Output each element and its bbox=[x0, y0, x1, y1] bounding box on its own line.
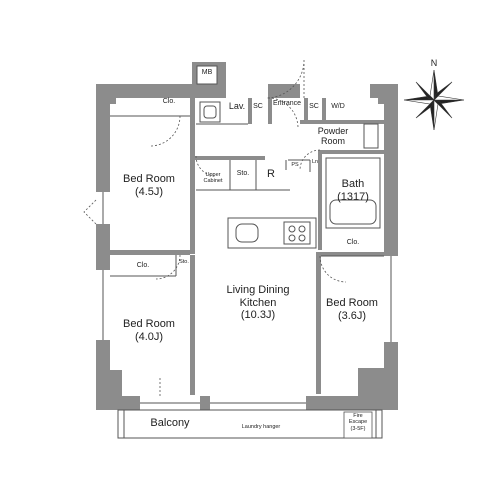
upper-cabinet-line2: Cabinet bbox=[203, 178, 223, 185]
kitchen-counter bbox=[227, 217, 317, 249]
fire-escape-box bbox=[343, 411, 373, 439]
linen-label: Ln bbox=[311, 159, 319, 165]
closet-label-top: Clo. bbox=[162, 98, 176, 105]
powder-room-label: Powder Room bbox=[310, 126, 356, 147]
upper-cabinet-line1: Upper bbox=[205, 172, 221, 178]
powder-room-line1: Powder bbox=[317, 126, 349, 136]
fire-escape-line1: Fire bbox=[353, 413, 363, 419]
compass-rose bbox=[403, 69, 465, 131]
shoe-closet-label-left: SC bbox=[253, 103, 263, 110]
ldk-label: Living Dining Kitchen (10.3J) bbox=[210, 284, 306, 322]
fire-escape-line3: (3-5F) bbox=[350, 425, 366, 432]
bed-room-1-label: Bed Room (4.5J) bbox=[112, 173, 186, 198]
bed-room-1-size: (4.5J) bbox=[134, 185, 164, 198]
washer-dryer-label: W/D bbox=[331, 103, 345, 110]
interior-walls bbox=[110, 98, 384, 395]
door-swings bbox=[149, 59, 347, 396]
bed-room-3-label: Bed Room (3.6J) bbox=[320, 297, 384, 322]
powder-sink bbox=[363, 123, 379, 149]
north-label: N bbox=[430, 58, 438, 68]
bed-room-2-size: (4.0J) bbox=[134, 330, 164, 343]
entrance-label: Entrance bbox=[272, 100, 302, 107]
lavatory-basin bbox=[199, 101, 221, 123]
fire-escape-label: Fire Escape (3-5F) bbox=[344, 413, 372, 432]
storage-label-upper: Sto. bbox=[236, 170, 250, 177]
fire-escape-line2: Escape bbox=[348, 419, 368, 426]
laundry-hanger-label: Laundry hanger bbox=[241, 424, 281, 430]
lavatory-label: Lav. bbox=[228, 101, 246, 111]
mb-box bbox=[196, 65, 218, 85]
ldk-name-line1: Living Dining bbox=[226, 284, 290, 296]
bed-room-3-name: Bed Room bbox=[326, 297, 378, 309]
balcony-outline bbox=[117, 409, 383, 439]
ldk-size: (10.3J) bbox=[240, 309, 276, 322]
bed-room-2-label: Bed Room (4.0J) bbox=[112, 318, 186, 343]
upper-cabinet-label: Upper Cabinet bbox=[197, 172, 229, 185]
ldk-name-line2: Kitchen bbox=[239, 296, 277, 309]
shoe-closet-label-right: SC bbox=[309, 103, 319, 110]
mb-label: MB bbox=[201, 69, 213, 76]
bath-size: (1317) bbox=[337, 190, 369, 203]
storage-label-lower: Sto. bbox=[179, 259, 189, 265]
pipe-space-label: PS bbox=[291, 162, 299, 168]
closet-label-mid-left: Clo. bbox=[136, 262, 150, 269]
bath-label: Bath (1317) bbox=[326, 178, 380, 203]
bed-room-2-name: Bed Room bbox=[123, 318, 175, 330]
balcony-label: Balcony bbox=[150, 417, 190, 429]
closet-label-right: Clo. bbox=[346, 239, 360, 246]
window-lines bbox=[102, 192, 392, 404]
bed-room-3-size: (3.6J) bbox=[337, 309, 367, 322]
bed-room-1-name: Bed Room bbox=[123, 173, 175, 185]
bath-name: Bath bbox=[341, 178, 365, 190]
refrigerator-label: R bbox=[267, 168, 275, 180]
bathtub bbox=[325, 157, 381, 229]
side-door bbox=[83, 199, 97, 225]
powder-room-line2: Room bbox=[320, 136, 345, 147]
partitions bbox=[110, 115, 384, 277]
